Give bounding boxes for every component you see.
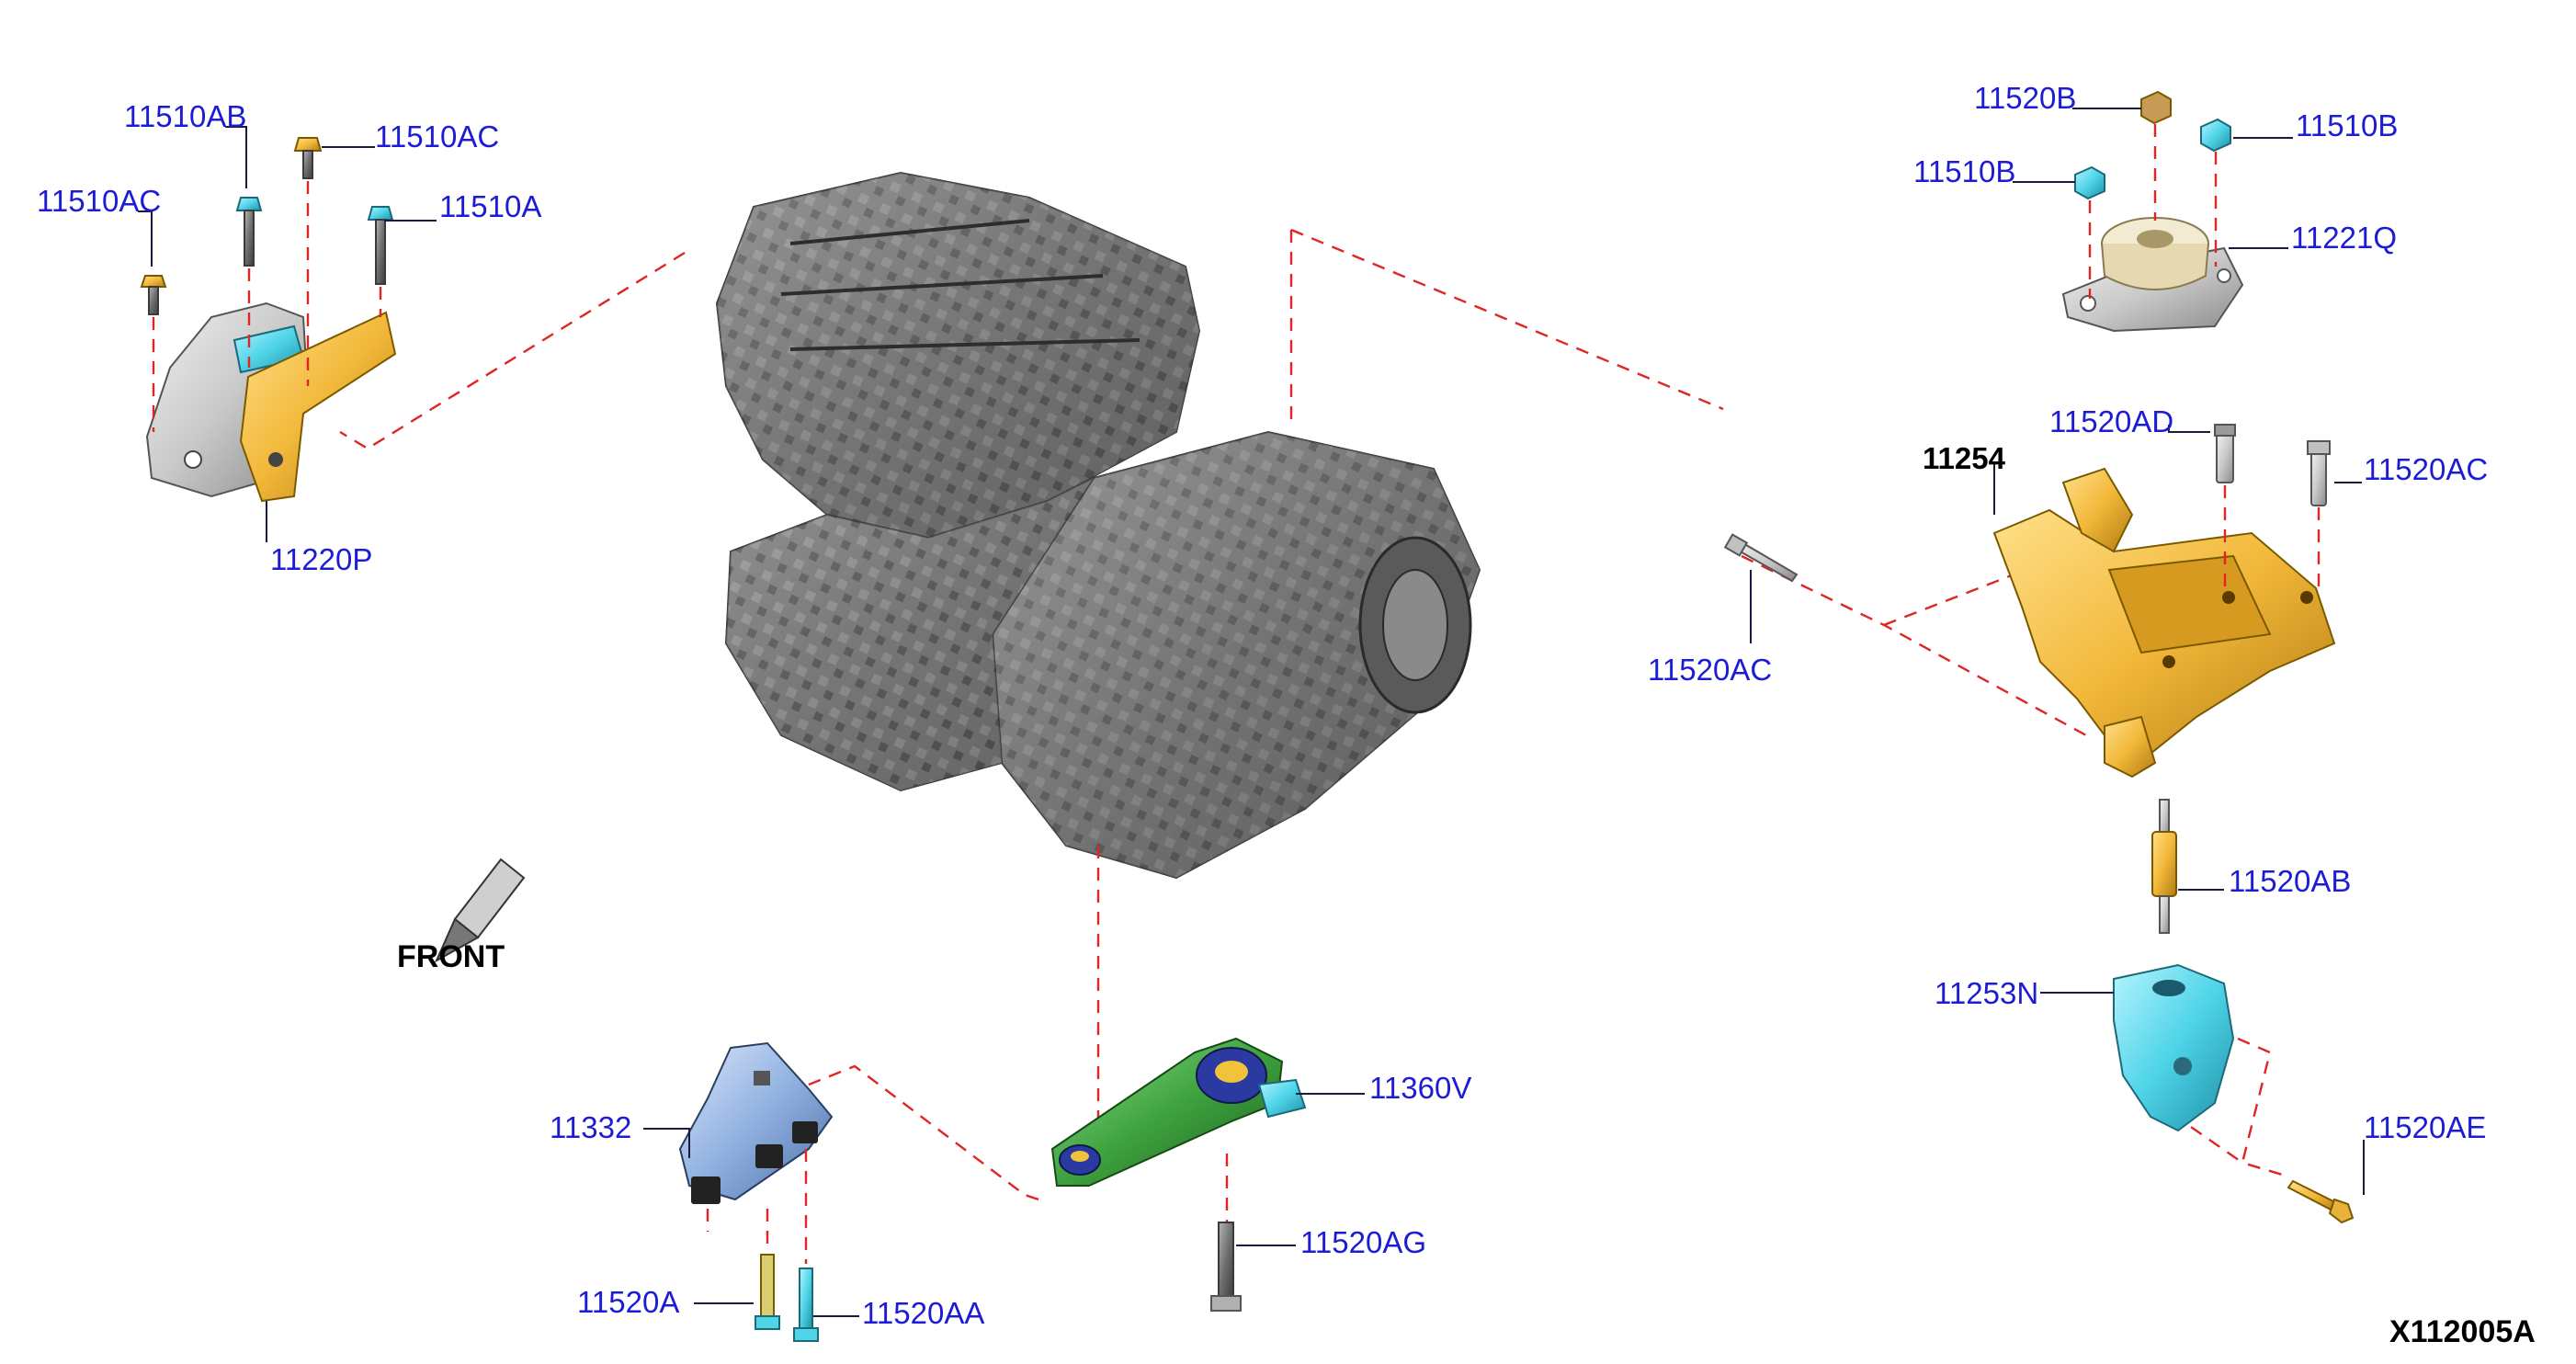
engine-mount-lower — [2113, 963, 2235, 1132]
callout-11510AC-top: 11510AC — [375, 119, 499, 153]
callout-11254: 11254 — [1923, 441, 2006, 475]
front-label: FRONT — [397, 939, 505, 974]
engine-mount-bracket-rh — [145, 301, 397, 503]
callout-11510B-right: 11510B — [2296, 108, 2398, 142]
callout-11520AD: 11520AD — [2049, 404, 2173, 438]
diagram-id-code: X112005A — [2389, 1314, 2536, 1349]
bracket-bolts-lower — [706, 1149, 819, 1342]
callout-11332: 11332 — [550, 1110, 631, 1144]
part-callouts: 11510AB 11510AC 11510AC 11510A 11220P 11… — [37, 81, 2488, 1330]
torque-rod — [1050, 1037, 1307, 1187]
callout-11510AB-top: 11510AB — [124, 99, 246, 133]
callout-11520A: 11520A — [577, 1285, 679, 1319]
callout-11520AA: 11520AA — [862, 1296, 984, 1330]
engine-transmission-assembly — [715, 171, 1481, 880]
callout-11520AC-right: 11520AC — [2364, 452, 2488, 486]
torque-rod-bracket — [678, 1041, 834, 1204]
callout-11221Q: 11221Q — [2291, 221, 2397, 255]
stud-bolt-11520AB — [2151, 799, 2177, 934]
bracket-bolts — [2214, 424, 2331, 593]
mount-insulator — [2061, 217, 2244, 333]
callout-11520AC-bolt: 11520AC — [1648, 653, 1772, 687]
mount-bolts-rh — [140, 137, 394, 432]
callout-11220P: 11220P — [270, 542, 372, 576]
callout-11520AG: 11520AG — [1300, 1225, 1426, 1259]
bolt-11520AG — [1210, 1222, 1242, 1312]
callout-11520AE: 11520AE — [2364, 1110, 2486, 1144]
callout-11520B: 11520B — [1974, 81, 2076, 115]
bolt-11520AE — [2287, 1179, 2355, 1224]
insulator-nuts — [2074, 90, 2231, 299]
callout-11253N: 11253N — [1935, 976, 2038, 1010]
transmission-mount-bracket — [1992, 467, 2336, 779]
callout-11510A: 11510A — [439, 189, 541, 223]
callout-11360V: 11360V — [1369, 1071, 1471, 1105]
callout-11520AB: 11520AB — [2229, 864, 2351, 898]
callout-11510B-left: 11510B — [1913, 154, 2015, 188]
long-bolt-11520AC — [1723, 533, 1799, 583]
leader-lines — [138, 108, 2365, 1317]
callout-11510AC-left: 11510AC — [37, 184, 161, 218]
front-direction-arrow — [434, 858, 526, 963]
